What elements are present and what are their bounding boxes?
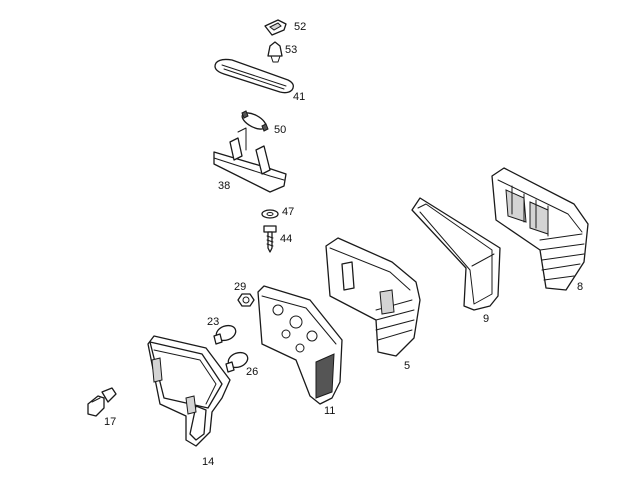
part-47-washer: [261, 209, 279, 219]
callout-9: 9: [483, 313, 489, 325]
part-44-screw: [263, 225, 277, 253]
callout-23: 23: [207, 316, 219, 328]
part-17-clip: [87, 387, 117, 417]
part-8-tail-lamp: [491, 167, 589, 291]
callout-50: 50: [274, 124, 286, 136]
part-41-seal: [214, 58, 294, 94]
callout-29: 29: [234, 281, 246, 293]
callout-17: 17: [104, 416, 116, 428]
callout-26: 26: [246, 366, 258, 378]
part-5-lamp-lens: [325, 237, 421, 357]
callout-5: 5: [404, 360, 410, 372]
callout-47: 47: [282, 206, 294, 218]
callout-52: 52: [294, 21, 306, 33]
part-26-bulb: [225, 351, 249, 373]
part-23-bulb: [213, 324, 237, 345]
part-52-clip: [264, 19, 287, 36]
callout-11: 11: [324, 405, 335, 417]
part-50-bulb: [241, 110, 269, 132]
callout-14: 14: [202, 456, 214, 468]
part-53-plug: [267, 41, 283, 63]
callout-8: 8: [577, 281, 583, 293]
part-38-lamp-holder: [213, 127, 287, 193]
part-29-nut: [237, 293, 255, 307]
callout-44: 44: [280, 233, 292, 245]
part-14-gasket: [147, 335, 231, 447]
part-9-lens-seal: [411, 197, 501, 311]
part-11-bulb-carrier: [257, 285, 343, 405]
callout-53: 53: [285, 44, 297, 56]
callout-38: 38: [218, 180, 230, 192]
callout-41: 41: [293, 91, 305, 103]
